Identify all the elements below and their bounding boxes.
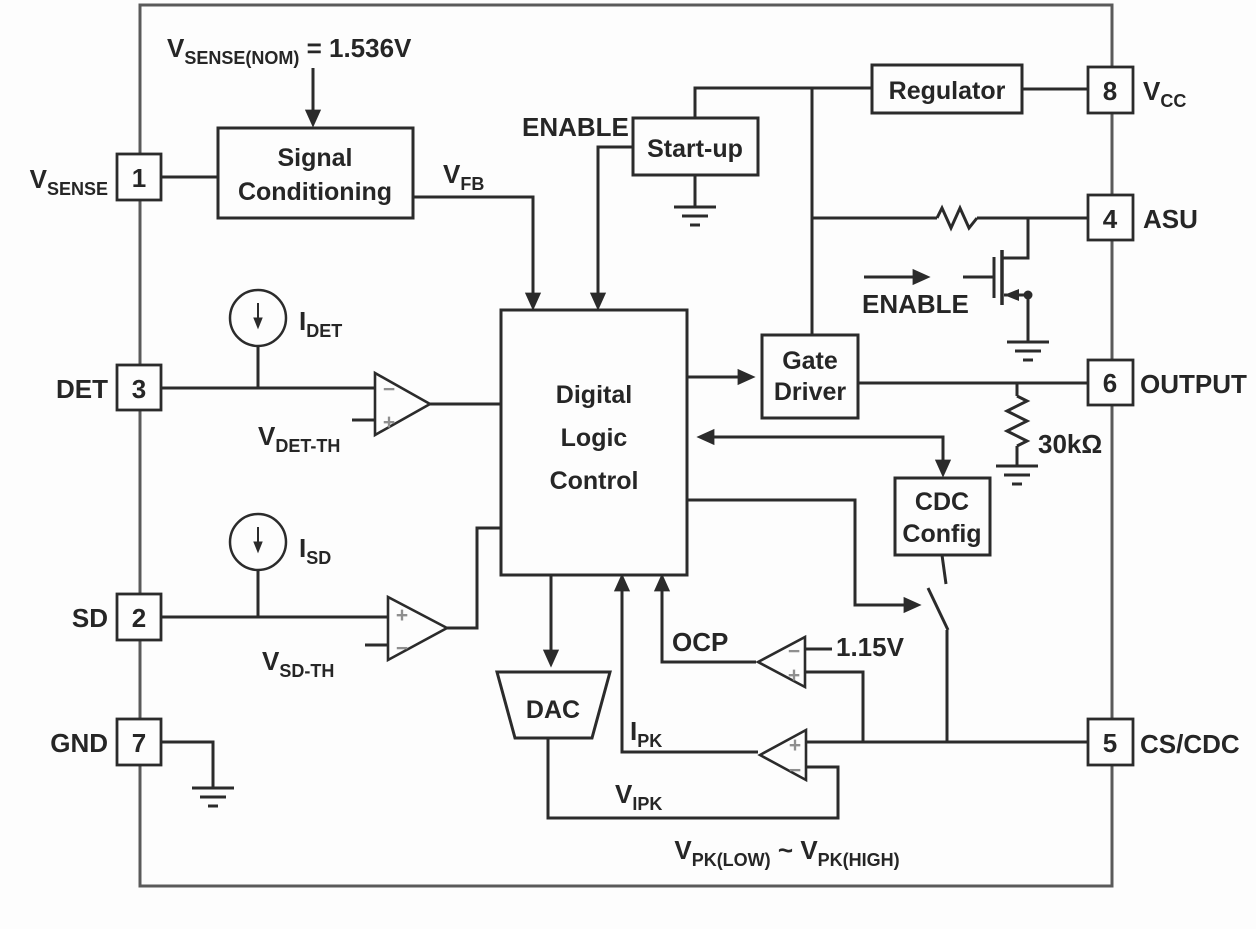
pin-5: 5 [1086, 717, 1135, 767]
signal-conditioning-label-1: Signal [277, 144, 352, 172]
current-source-isd [228, 512, 288, 572]
cdc-config-label-1: CDC [915, 488, 969, 516]
wire-startup-rail [693, 86, 872, 118]
block-signal-conditioning: Signal Conditioning [216, 126, 415, 220]
pin-7: 7 [115, 717, 163, 767]
gate-driver-label-2: Driver [774, 378, 847, 406]
pin-4-label: ASU [1143, 204, 1198, 234]
ocp-comparator-minus: − [788, 640, 800, 663]
pin-2-number: 2 [132, 603, 146, 633]
label-idet: IDET [299, 306, 342, 341]
mosfet-body-arrow [1004, 289, 1019, 301]
startup-label: Start-up [647, 135, 743, 163]
pin-1: 1 [115, 152, 163, 202]
block-dac: DAC [495, 670, 612, 740]
wire-sd-out [447, 526, 501, 630]
signal-conditioning-label-2: Conditioning [238, 178, 392, 206]
dlc-label-3: Control [550, 467, 639, 495]
label-1v15: 1.15V [836, 632, 905, 662]
pin-5-label: CS/CDC [1140, 729, 1240, 759]
ground-startup [674, 205, 716, 227]
label-enable-top: ENABLE [522, 112, 629, 142]
wire-ocp-plus [805, 670, 865, 742]
label-30k: 30kΩ [1038, 429, 1102, 459]
wire-dlc-switch [687, 498, 922, 614]
block-startup: Start-up [631, 116, 760, 177]
ground-mosfet [1007, 340, 1049, 362]
pin-6-number: 6 [1103, 368, 1117, 398]
wires [161, 68, 1088, 820]
pin-8-label: VCC [1143, 76, 1186, 111]
pin-4-number: 4 [1103, 204, 1118, 234]
sd-comparator: + − [386, 594, 450, 663]
label-vsd-th: VSD-TH [262, 646, 334, 681]
ipk-comparator: + − [757, 727, 808, 783]
label-enable-asu: ENABLE [862, 289, 969, 319]
pin-6-label: OUTPUT [1140, 369, 1247, 399]
label-vsense-nom: VSENSE(NOM) = 1.536V [167, 33, 412, 68]
mosfet-drain [1002, 218, 1030, 260]
det-comparator: − + [373, 370, 433, 438]
ocp-comparator: − + [755, 634, 807, 690]
pin-7-label: GND [50, 728, 108, 758]
det-comparator-minus: − [383, 378, 395, 401]
switch-blade [926, 587, 950, 631]
resistor-30k [1003, 394, 1031, 448]
label-isd: ISD [299, 533, 331, 568]
ocp-comparator-plus: + [788, 664, 800, 687]
current-source-idet [228, 288, 288, 348]
det-comparator-plus: + [383, 411, 395, 434]
pin-5-number: 5 [1103, 728, 1117, 758]
block-gate-driver: Gate Driver [760, 333, 860, 420]
sd-comparator-plus: + [396, 604, 408, 627]
wire-vfb [413, 195, 542, 311]
dac-label: DAC [526, 696, 580, 724]
block-regulator: Regulator [870, 63, 1024, 115]
wire-dlc-cdc [696, 428, 952, 478]
wire-gnd [161, 740, 215, 788]
label-vipk: VIPK [615, 779, 662, 814]
label-vfb: VFB [443, 159, 484, 194]
dlc-label-2: Logic [561, 424, 628, 452]
pin-6: 6 [1086, 358, 1135, 407]
chip-boundary [138, 3, 1114, 888]
pin-1-number: 1 [132, 163, 146, 193]
pin-7-number: 7 [132, 728, 146, 758]
ground-gnd-pin [192, 786, 234, 808]
ipk-comparator-plus: + [789, 734, 801, 757]
ipk-comparator-minus: − [789, 759, 801, 782]
cdc-config-label-2: Config [902, 520, 981, 548]
pin-3-label: DET [56, 374, 108, 404]
label-vdet-th: VDET-TH [258, 421, 340, 456]
label-ipk: IPK [630, 716, 662, 751]
ground-symbols [192, 205, 1049, 808]
wire-enable [589, 145, 633, 311]
wire-ocp-out [653, 573, 756, 664]
wire-ipk-out [613, 573, 758, 754]
gate-driver-label-1: Gate [782, 347, 838, 375]
label-vpk-range: VPK(LOW) ~ VPK(HIGH) [674, 835, 899, 870]
wire-vipk [546, 738, 840, 820]
ground-30k [996, 464, 1038, 486]
pin-8-number: 8 [1103, 76, 1117, 106]
regulator-label: Regulator [889, 77, 1006, 105]
block-digital-logic-control: Digital Logic Control [499, 308, 689, 577]
pin-2-label: SD [72, 603, 108, 633]
switch-lead [940, 554, 948, 585]
dlc-label-1: Digital [556, 381, 632, 409]
block-cdc-config: CDC Config [893, 476, 992, 557]
pin-2: 2 [115, 592, 163, 642]
pin-3-number: 3 [132, 374, 146, 404]
pin-1-label: VSENSE [30, 164, 108, 199]
pin-4: 4 [1086, 193, 1135, 242]
asu-resistor [935, 204, 979, 232]
pin-8: 8 [1086, 65, 1135, 115]
label-ocp: OCP [672, 627, 728, 657]
sd-comparator-minus: − [396, 637, 408, 660]
pin-3: 3 [115, 363, 163, 412]
